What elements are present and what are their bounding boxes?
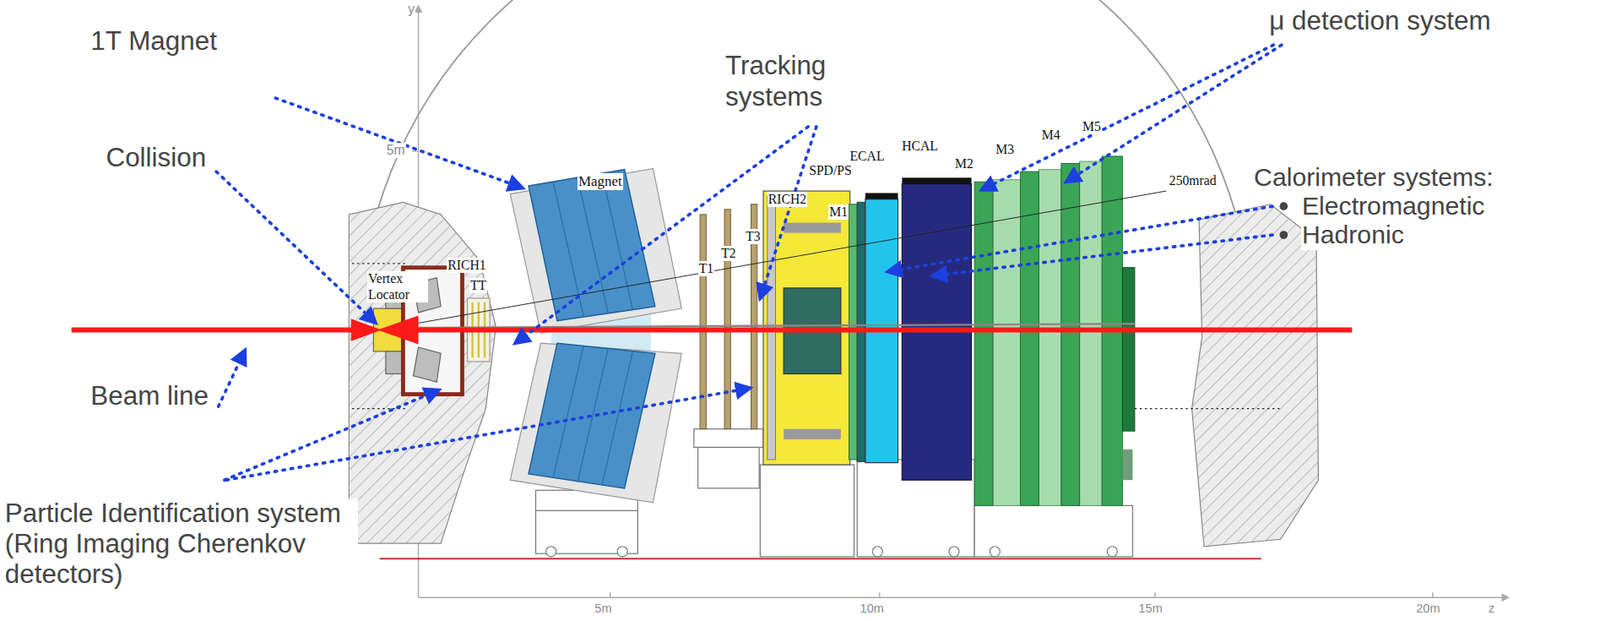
beam-line: [412, 326, 1352, 332]
beam-line: [71, 326, 358, 332]
part-label: M4: [1041, 127, 1062, 143]
annotation-label: Calorimeter systems:: [1252, 162, 1495, 193]
rich2-part: [783, 222, 841, 234]
axis-label: 15m: [1138, 601, 1164, 616]
rich2-part: [783, 428, 841, 440]
axis-label: z: [1487, 601, 1496, 616]
part-label: ECAL: [849, 148, 886, 164]
bullet: [1280, 230, 1289, 239]
beam-arrowhead: [377, 315, 418, 345]
annotation-label: 1T Magnet: [89, 26, 218, 57]
part-label: SPD/PS: [808, 162, 853, 179]
beam-pipe: [418, 323, 1135, 328]
annotation-label: Tracking systems: [724, 50, 879, 112]
part-label: M3: [994, 141, 1015, 158]
z-ticks: [610, 591, 1433, 597]
part-label: RICH1: [446, 257, 487, 273]
part-label: Vertex Locator: [367, 271, 429, 302]
part-label: T3: [744, 228, 761, 245]
magnet-yoke: [528, 342, 656, 489]
muon-shield: [1122, 449, 1133, 480]
axis-label: 20m: [1415, 601, 1441, 616]
magnet-coil: [509, 168, 682, 333]
part-label: M1: [828, 204, 849, 220]
magnet-yoke: [528, 169, 656, 321]
annotation-label: Collision: [104, 142, 207, 174]
axis-label: y: [406, 1, 416, 17]
annotation-label: Particle Identification system (Ring Ima…: [4, 498, 358, 590]
y-tick: [412, 150, 418, 152]
ecal-cap: [865, 192, 899, 199]
axis-label: 10m: [859, 601, 885, 616]
axis-label: 5m: [593, 601, 613, 616]
muon-filter: [992, 161, 1102, 505]
part-label: T2: [720, 245, 737, 261]
annotation-label: Electromagnetic: [1301, 191, 1487, 222]
annotation-label: μ detection system: [1268, 5, 1492, 37]
leader-line: [216, 44, 1282, 480]
muon-shield: [1122, 267, 1135, 431]
shielding-wall: [1192, 204, 1319, 547]
beam-arrowhead: [351, 318, 382, 342]
part-label: TT: [469, 277, 488, 293]
part-label: RICH2: [767, 191, 808, 207]
part-label: M2: [954, 156, 975, 172]
magnet-coil: [509, 342, 682, 503]
hcal-cap: [901, 177, 971, 184]
part-label: 250mrad: [1168, 173, 1218, 189]
part-label: T1: [698, 260, 715, 277]
bullet: [1280, 201, 1289, 211]
annotation-label: Hadronic: [1301, 220, 1405, 250]
part-label: M5: [1081, 119, 1102, 135]
rich1-mirror: [412, 347, 441, 382]
floor-line: [379, 557, 1262, 559]
part-label: HCAL: [900, 138, 939, 154]
z-axis: [418, 596, 1509, 597]
annotation-label: Beam line: [89, 380, 210, 412]
shielding-wall: [348, 201, 496, 543]
axis-label: 5m: [385, 142, 407, 158]
part-label: Magnet: [577, 173, 624, 190]
